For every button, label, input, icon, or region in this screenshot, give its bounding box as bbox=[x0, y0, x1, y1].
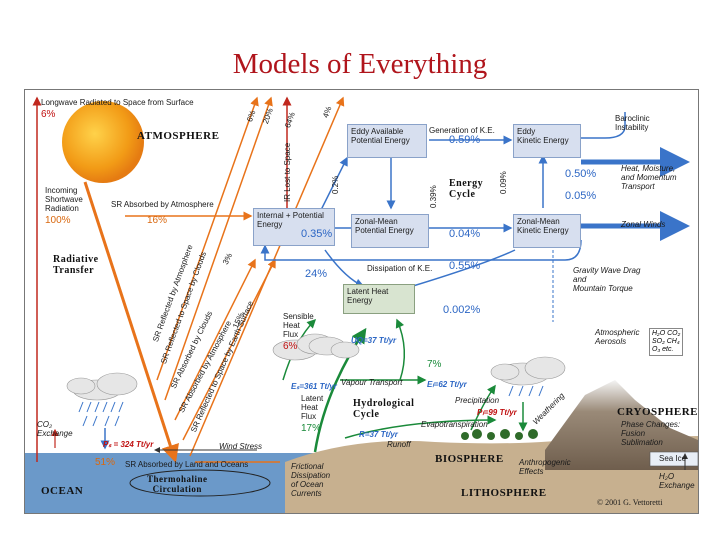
hydrological-cycle-title: Hydrological Cycle bbox=[353, 398, 415, 420]
eddy-potential-box: Eddy Available Potential Energy bbox=[347, 124, 427, 158]
vegetation-group bbox=[461, 429, 538, 440]
p059-pct: 0.59% bbox=[449, 134, 481, 146]
clouds-group bbox=[66, 333, 566, 401]
zonal-winds-label: Zonal Winds bbox=[621, 220, 666, 229]
baroclinic-label: Baroclinic Instability bbox=[615, 114, 650, 132]
thermohaline-title: Thermohaline Circulation bbox=[147, 474, 208, 494]
evapotranspiration-label: Evapotranspiration bbox=[421, 420, 488, 429]
p005-pct: 0.05% bbox=[565, 190, 597, 202]
h2o-exchange-label: H₂O Exchange bbox=[659, 472, 695, 490]
sr-reflected-clouds-arrow bbox=[164, 96, 273, 401]
es-label: Eₛ=361 Tt/yr bbox=[291, 382, 337, 391]
atm-aerosols-label: Atmospheric Aerosols bbox=[595, 328, 640, 346]
r-label: R=37 Tt/yr bbox=[359, 430, 398, 439]
p6-sensible-pct: 6% bbox=[283, 341, 298, 352]
co2-exchange-label: CO₂ Exchange bbox=[37, 420, 73, 438]
p0002-pct: 0.002% bbox=[443, 304, 481, 316]
ps-label: Pₛ = 324 Tt/yr bbox=[103, 440, 154, 449]
sr-absorbed-atm2-arrow bbox=[182, 258, 276, 441]
sr-reflected-surface-arrow bbox=[189, 96, 345, 457]
wind-stress-label: Wind Stress bbox=[219, 442, 263, 451]
baroclinic-line bbox=[581, 112, 626, 139]
vapour-transport-label: Vapour Transport bbox=[341, 378, 403, 387]
sea-ice-label: Sea Ice bbox=[659, 454, 687, 463]
biosphere-title: BIOSPHERE bbox=[435, 453, 504, 465]
latent-heat-box: Latent Heat Energy bbox=[343, 284, 415, 314]
latent-heat-flux-label: Latent Heat Flux bbox=[301, 394, 324, 421]
precipitation-label: Precipitation bbox=[455, 396, 500, 405]
rain-group bbox=[78, 385, 544, 427]
ir-lost-label: IR Lost to Space bbox=[283, 142, 292, 202]
gases-label: H₂O CO₂ SO₂ CH₄ O₃ etc. bbox=[649, 328, 684, 356]
sr-absorbed-land-label: SR Absorbed by Land and Oceans bbox=[125, 460, 249, 469]
sr-absorbed-clouds-arrow bbox=[174, 258, 256, 421]
slide-title: Models of Everything bbox=[232, 48, 488, 80]
runoff-label: Runoff bbox=[387, 440, 411, 449]
incoming-pct: 100% bbox=[45, 215, 71, 226]
incoming-shortwave-label: Incoming Shortwave Radiation bbox=[45, 186, 83, 213]
p035-pct: 0.35% bbox=[301, 228, 333, 240]
gravity-wave-label: Gravity Wave Drag and Mountain Torque bbox=[573, 266, 641, 293]
longwave-pct: 6% bbox=[41, 109, 56, 120]
p7-pct: 7% bbox=[427, 359, 442, 370]
heat-moisture-label: Heat, Moisture, and Momentum Transport bbox=[621, 164, 677, 191]
latent-heat-arrow bbox=[313, 327, 367, 453]
sensible-heat-label: Sensible Heat Flux bbox=[283, 312, 314, 339]
evapotranspiration-arrow bbox=[470, 384, 496, 431]
latent-to-box-arrow bbox=[395, 318, 406, 381]
latent-to-internal-arrow bbox=[324, 249, 365, 288]
pl-label: Pₗ=99 Tt/yr bbox=[477, 408, 517, 417]
anthropogenic-label: Anthropogenic Effects bbox=[519, 458, 571, 476]
longwave-label: Longwave Radiated to Space from Surface bbox=[41, 98, 194, 107]
energy-cycle-title: Energy Cycle bbox=[449, 178, 484, 200]
copyright-label: © 2001 G. Vettoretti bbox=[597, 498, 663, 507]
absorbed-atm-pct: 16% bbox=[147, 215, 168, 226]
p039-pct: 0.39% bbox=[429, 185, 438, 208]
phase-changes-label: Phase Changes: Fusion Sublimation bbox=[621, 420, 681, 447]
p009-pct: 0.09% bbox=[499, 171, 508, 194]
p050-pct: 0.50% bbox=[565, 168, 597, 180]
generation-ke-label: Generation of K.E. bbox=[429, 126, 495, 135]
latent-to-ke-line bbox=[412, 249, 516, 287]
el-label: Eₗ=62 Tt/yr bbox=[427, 380, 467, 389]
radiative-transfer-title: Radiative Transfer bbox=[53, 254, 99, 276]
cryosphere-title: CRYOSPHERE bbox=[617, 406, 699, 418]
internal-energy-box: Internal + Potential Energy bbox=[253, 208, 335, 246]
p51-pct: 51% bbox=[95, 457, 116, 468]
sr-reflected-atm-arrow bbox=[156, 96, 259, 381]
atmosphere-title: ATMOSPHERE bbox=[137, 130, 220, 142]
p02-pct: 0.2% bbox=[331, 175, 340, 194]
p24-pct: 24% bbox=[305, 268, 328, 280]
mountain-shape bbox=[545, 380, 698, 470]
sr-absorbed-atm-label: SR Absorbed by Atmosphere bbox=[111, 200, 214, 209]
climate-system-diagram: Eddy Available Potential Energy Eddy Kin… bbox=[24, 89, 699, 514]
incoming-shortwave-arrow bbox=[83, 181, 179, 463]
ocean-title: OCEAN bbox=[41, 485, 84, 497]
zonal-kinetic-box: Zonal-Mean Kinetic Energy bbox=[513, 214, 581, 248]
eddy-kinetic-box: Eddy Kinetic Energy bbox=[513, 124, 581, 158]
dissipation-ke-label: Dissipation of K.E. bbox=[367, 264, 433, 273]
frictional-dissipation-label: Frictional Dissipation of Ocean Currents bbox=[291, 462, 331, 498]
lithosphere-title: LITHOSPHERE bbox=[461, 487, 547, 499]
p004-pct: 0.04% bbox=[449, 228, 481, 240]
p17-pct: 17% bbox=[301, 423, 322, 434]
uq-label: UQ=37 Tt/yr bbox=[351, 336, 397, 345]
runoff-arrow bbox=[344, 415, 497, 439]
p055-pct: 0.55% bbox=[449, 260, 481, 272]
zonal-potential-box: Zonal-Mean Potential Energy bbox=[351, 214, 429, 248]
thermohaline-loop bbox=[129, 469, 271, 497]
to-eddy-potential-arrow bbox=[320, 156, 348, 211]
sun-shape bbox=[62, 101, 144, 183]
diagram-graphics bbox=[25, 96, 698, 513]
